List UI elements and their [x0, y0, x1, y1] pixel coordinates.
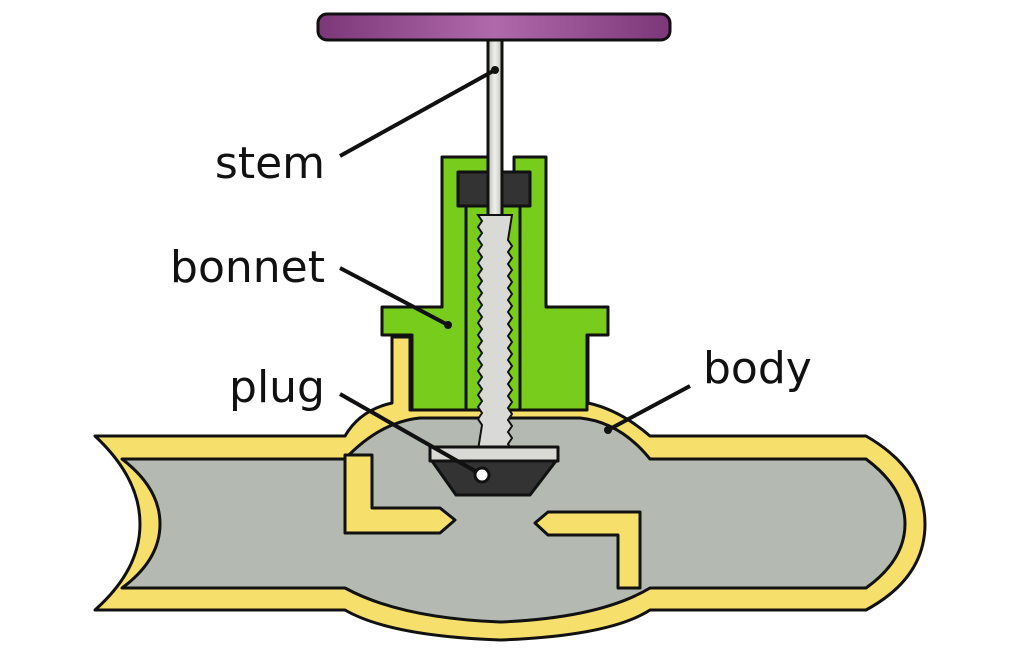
- leader-stem: [339, 68, 496, 158]
- weir-left: [343, 453, 457, 535]
- fluid-cavity: [120, 416, 907, 624]
- label-stem: stem: [215, 138, 325, 189]
- plug: [430, 459, 558, 497]
- stem-shaft: [486, 36, 504, 220]
- leader-body-dot: [604, 426, 612, 434]
- handwheel: [316, 12, 672, 42]
- leader-plug-dot: [473, 466, 491, 484]
- weir-right: [533, 510, 642, 590]
- leader-plug: [339, 392, 483, 477]
- leader-body: [607, 384, 691, 432]
- leader-stem-dot: [491, 66, 499, 74]
- leader-bonnet: [339, 266, 449, 327]
- leader-bonnet-dot: [444, 321, 452, 329]
- stem-thread: [476, 214, 514, 451]
- label-plug: plug: [229, 362, 325, 413]
- label-bonnet: bonnet: [170, 242, 325, 293]
- label-body: body: [703, 343, 812, 394]
